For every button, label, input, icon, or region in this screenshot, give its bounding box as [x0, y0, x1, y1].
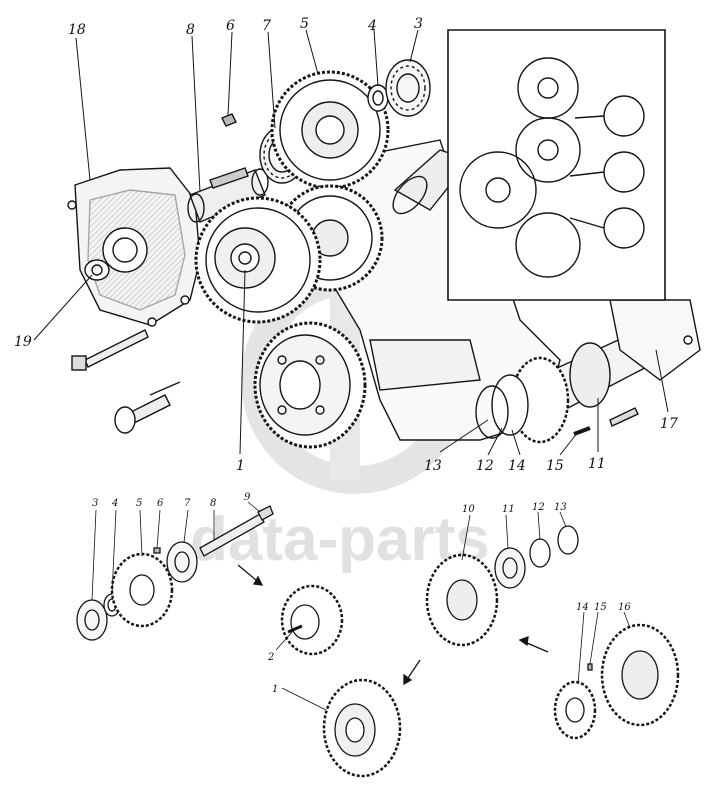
gear-small-5: [110, 552, 174, 628]
key-small-6: [153, 547, 161, 554]
callout-lower: 7: [184, 498, 191, 509]
callout-upper: 8: [186, 22, 195, 38]
gear-small-16: [600, 623, 680, 727]
callout-lower: 3: [92, 498, 98, 509]
bolt-with-washer: [114, 381, 181, 434]
callout-upper: 17: [660, 416, 678, 432]
callout-upper: 1: [236, 458, 245, 474]
gear-small-1: [322, 678, 402, 778]
callout-upper: 12: [476, 458, 494, 474]
callout-upper: 5: [300, 16, 309, 32]
callout-upper: 7: [262, 18, 271, 34]
callout-lower: 6: [157, 498, 164, 509]
lower-exploded-view: [76, 501, 680, 778]
ring-small-12: [529, 538, 551, 568]
callout-upper: 11: [588, 456, 606, 472]
gear-part-5: [270, 70, 390, 190]
callout-upper: 13: [424, 458, 442, 474]
upper-callout-labels: 18 8 6 7 5 4 3 19 1 13 12 14 15 11 17: [14, 16, 678, 474]
lower-callout-labels: 3 4 5 6 7 8 9 2 1 10 11 12 13 14 15 16: [92, 492, 631, 695]
callout-upper: 18: [68, 22, 86, 38]
ring-small-13: [557, 525, 579, 555]
arrow-2: [403, 659, 421, 686]
bearing-small-11: [494, 547, 526, 589]
callout-upper: 4: [367, 18, 377, 34]
callout-lower: 9: [244, 492, 251, 503]
gear-small-14: [553, 680, 597, 740]
callout-upper: 14: [508, 458, 526, 474]
callout-lower: 11: [502, 504, 515, 515]
washer-part-4: [367, 84, 389, 112]
watermark-text: data-parts: [190, 505, 490, 574]
callout-upper: 6: [226, 18, 235, 34]
shaft-end-9: [257, 505, 274, 521]
gear-small-10: [425, 553, 499, 647]
callout-upper: 15: [546, 458, 564, 474]
callout-lower: 1: [272, 684, 278, 695]
key-part-6: [221, 113, 237, 127]
bearing-part-3: [385, 59, 431, 117]
bearing-small-3: [76, 599, 108, 641]
callout-lower: 15: [594, 602, 607, 613]
gear-small-2: [280, 584, 344, 656]
upper-assembly: [33, 29, 701, 456]
shaft-assembly-right: [475, 299, 701, 444]
lower-leader-lines: [91, 501, 631, 711]
camshaft-part-8: [187, 167, 269, 223]
callout-lower: 13: [554, 502, 567, 513]
gear-mesh-inset: [447, 29, 666, 301]
callout-lower: 8: [210, 498, 216, 509]
timing-cover-plate: [67, 167, 201, 327]
bearing-small-7: [166, 541, 198, 583]
bolt-long: [71, 329, 149, 371]
callout-lower: 16: [618, 602, 631, 613]
callout-lower: 14: [576, 602, 589, 613]
callout-lower: 12: [532, 502, 545, 513]
shaft-small-8: [199, 513, 265, 557]
callout-lower: 4: [111, 498, 118, 509]
pin-small-15: [587, 663, 593, 671]
leader-lines: [33, 29, 669, 456]
callout-upper: 3: [414, 16, 423, 32]
callout-upper: 19: [14, 334, 32, 350]
callout-lower: 10: [462, 504, 475, 515]
lower-drive-gear: [253, 321, 367, 449]
gear-part-1: [194, 196, 322, 324]
callout-lower: 2: [267, 652, 274, 663]
callout-lower: 5: [136, 498, 142, 509]
arrow-3: [518, 636, 549, 653]
arrow-1: [237, 564, 264, 586]
